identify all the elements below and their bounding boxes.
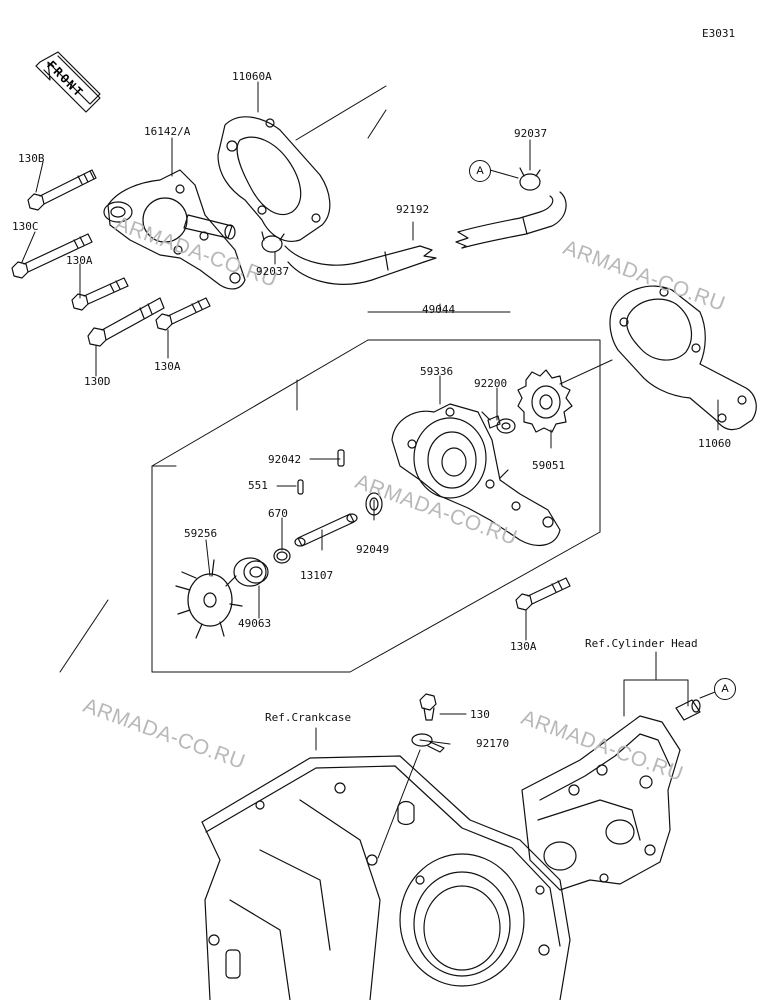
part-number-59051[interactable]: 59051 xyxy=(532,459,566,472)
part-number-130C[interactable]: 130C xyxy=(12,220,39,233)
part-number-49063[interactable]: 49063 xyxy=(238,617,272,630)
o-ring-670-icon xyxy=(273,548,291,564)
ref-cylinder-head-label: Ref.Cylinder Head xyxy=(585,637,698,650)
hose-clamp-92037-left-icon xyxy=(261,231,285,253)
diagram-id: E3031 xyxy=(702,27,736,40)
part-number-11060A[interactable]: 11060A xyxy=(232,70,272,83)
pin-551-icon xyxy=(297,479,304,495)
part-number-92037[interactable]: 92037 xyxy=(514,127,548,140)
part-number-16142A[interactable]: 16142/A xyxy=(144,125,191,138)
pump-cover-16142A xyxy=(103,169,246,290)
part-number-130A[interactable]: 130A xyxy=(510,640,537,653)
part-number-92192[interactable]: 92192 xyxy=(396,203,430,216)
hose-clamp-92037-right-icon xyxy=(519,167,541,191)
part-number-92200[interactable]: 92200 xyxy=(474,377,508,390)
washer-92200-icon xyxy=(487,415,516,434)
callout-a-cylinder-head: A xyxy=(714,678,736,700)
part-number-670[interactable]: 670 xyxy=(268,507,288,520)
ref-crankcase-label: Ref.Crankcase xyxy=(265,711,352,724)
part-number-130B[interactable]: 130B xyxy=(18,152,45,165)
bolt-130-icon xyxy=(419,693,437,721)
mechanical-seal-49063-icon xyxy=(233,557,269,587)
bolt-130A-2-icon xyxy=(155,297,211,331)
part-number-92170[interactable]: 92170 xyxy=(476,737,510,750)
gear-59051-icon xyxy=(517,369,573,433)
part-number-92042[interactable]: 92042 xyxy=(268,453,302,466)
hose-92192 xyxy=(284,191,567,285)
gasket-11060 xyxy=(609,285,757,431)
part-number-130D[interactable]: 130D xyxy=(84,375,111,388)
part-number-130A[interactable]: 130A xyxy=(66,254,93,267)
part-number-92049[interactable]: 92049 xyxy=(356,543,390,556)
crankcase-reference xyxy=(201,755,571,1000)
bolt-130D-icon xyxy=(87,297,165,347)
pin-92042-icon xyxy=(337,449,345,467)
part-number-130A[interactable]: 130A xyxy=(154,360,181,373)
bolt-130C-icon xyxy=(11,233,93,279)
cover-gasket-11060A xyxy=(217,116,331,242)
pump-body-59336 xyxy=(391,403,561,547)
part-number-13107[interactable]: 13107 xyxy=(300,569,334,582)
assembly-outline-49044 xyxy=(59,85,613,673)
part-number-551[interactable]: 551 xyxy=(248,479,268,492)
washer-92170-icon xyxy=(411,733,445,753)
bolt-130B-icon xyxy=(27,169,97,211)
part-number-11060[interactable]: 11060 xyxy=(698,437,732,450)
part-number-59256[interactable]: 59256 xyxy=(184,527,218,540)
callout-a-hose: A xyxy=(469,160,491,182)
part-number-130[interactable]: 130 xyxy=(470,708,490,721)
part-number-49044[interactable]: 49044 xyxy=(422,303,456,316)
cylinder-head-reference xyxy=(521,699,701,891)
part-number-59336[interactable]: 59336 xyxy=(420,365,454,378)
bolt-130A-3-icon xyxy=(515,577,571,611)
seal-92049-icon xyxy=(365,492,383,516)
part-number-92037[interactable]: 92037 xyxy=(256,265,290,278)
shaft-13107-icon xyxy=(294,513,358,547)
impeller-59256-icon xyxy=(175,559,243,639)
bolt-130A-1-icon xyxy=(71,277,129,311)
front-arrow-icon xyxy=(35,51,101,113)
